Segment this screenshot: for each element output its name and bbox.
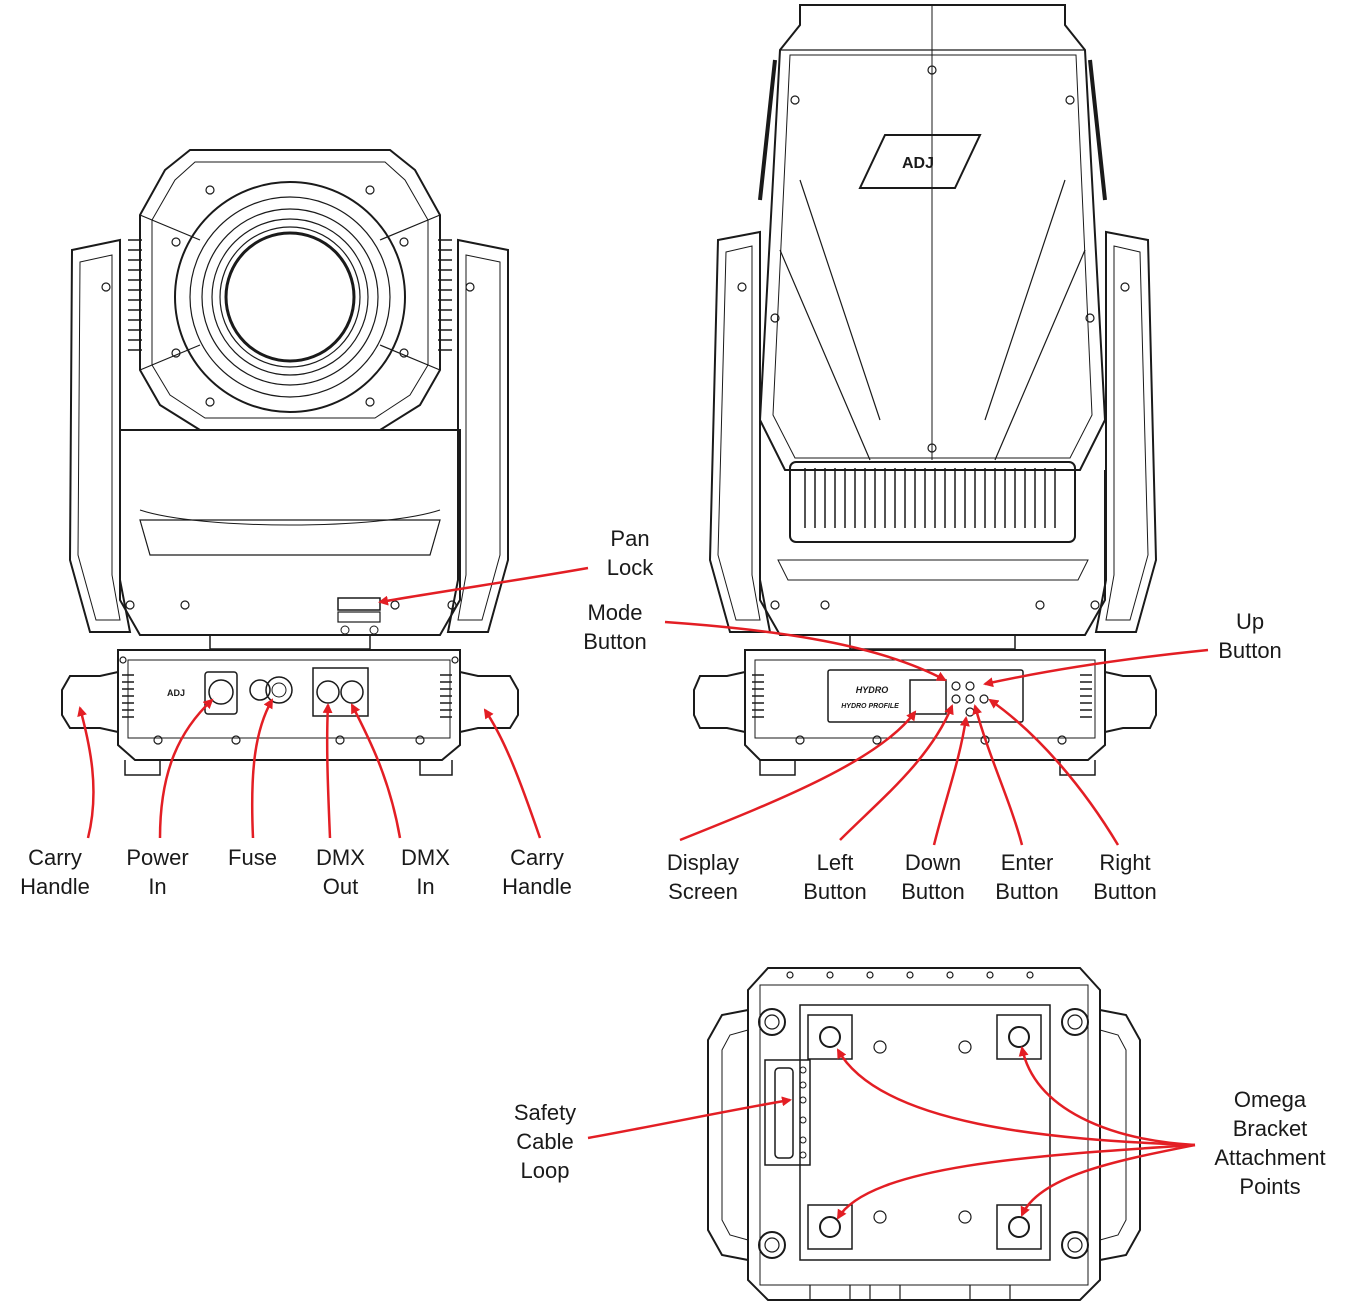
rear-logo-text: ADJ [902, 155, 934, 172]
label-carry-handle-left: Carry Handle [10, 843, 100, 901]
arrow-omega-top-right [1018, 1046, 1196, 1147]
label-line: Down [904, 850, 962, 875]
label-line: In [148, 874, 167, 899]
label-line: DMX [401, 845, 450, 870]
label-line: Attachment [1214, 1145, 1326, 1170]
arrow-down-button [932, 716, 970, 846]
label-line: Button [1218, 638, 1282, 663]
arrow-fuse [250, 698, 274, 839]
arrow-omega-bottom-right [1020, 1143, 1196, 1217]
arrow-mode-button [664, 620, 947, 682]
label-line: Button [1093, 879, 1157, 904]
arrow-power-in [158, 698, 214, 839]
bottom-view [707, 967, 1141, 1301]
front-logo-text: ADJ [167, 688, 185, 698]
label-fuse: Fuse [215, 843, 290, 872]
arrow-dmx-in [350, 703, 402, 839]
label-line: Screen [668, 879, 738, 904]
label-line: Power [126, 845, 189, 870]
label-up-button: Up Button [1205, 607, 1295, 665]
label-line: Points [1239, 1174, 1301, 1199]
label-line: Button [583, 629, 647, 654]
label-pan-lock: Pan Lock [590, 524, 670, 582]
label-right-button: Right Button [1080, 848, 1170, 906]
label-line: In [416, 874, 435, 899]
label-left-button: Left Button [790, 848, 880, 906]
arrow-pan-lock [378, 566, 589, 606]
label-dmx-in: DMX In [388, 843, 463, 901]
label-line: Loop [520, 1158, 570, 1183]
label-line: Mode [587, 600, 643, 625]
front-view [61, 149, 519, 776]
label-line: Display [666, 850, 740, 875]
label-mode-button: Mode Button [570, 598, 660, 656]
label-line: Omega [1233, 1087, 1307, 1112]
label-line: Handle [20, 874, 90, 899]
label-omega-bracket: Omega Bracket Attachment Points [1200, 1085, 1340, 1201]
label-line: Carry [28, 845, 82, 870]
label-line: Lock [606, 555, 654, 580]
arrow-right-button [988, 698, 1120, 846]
label-line: DMX [316, 845, 365, 870]
label-line: Bracket [1232, 1116, 1308, 1141]
label-carry-handle-right: Carry Handle [492, 843, 582, 901]
callout-arrows [77, 566, 1209, 1220]
label-line: Safety [513, 1100, 577, 1125]
arrow-left-button [839, 704, 954, 841]
label-line: Button [901, 879, 965, 904]
label-line: Right [1099, 850, 1151, 875]
arrow-omega-bottom-left [836, 1143, 1196, 1220]
label-line: Button [803, 879, 867, 904]
label-line: Out [322, 874, 359, 899]
arrow-carry-handle-left [77, 706, 95, 839]
label-enter-button: Enter Button [982, 848, 1072, 906]
arrow-carry-handle-right [483, 708, 542, 839]
arrow-omega-top-left [836, 1048, 1196, 1147]
label-display-screen: Display Screen [658, 848, 748, 906]
label-line: Button [995, 879, 1059, 904]
arrow-safety-cable-loop [587, 1096, 792, 1140]
arrow-up-button [983, 648, 1209, 688]
label-power-in: Power In [115, 843, 200, 901]
label-line: Enter [1000, 850, 1054, 875]
label-line: Handle [502, 874, 572, 899]
label-line: Pan [610, 526, 650, 551]
label-safety-cable-loop: Safety Cable Loop [500, 1098, 590, 1185]
panel-model-text: HYDRO PROFILE [841, 703, 899, 710]
label-line: Fuse [228, 845, 277, 870]
arrow-enter-button [972, 704, 1024, 846]
label-down-button: Down Button [888, 848, 978, 906]
rear-view [693, 4, 1158, 776]
label-line: Left [816, 850, 854, 875]
label-line: Carry [510, 845, 564, 870]
arrow-dmx-out [322, 703, 333, 839]
arrow-display-screen [679, 710, 917, 842]
panel-brand-text: HYDRO [856, 685, 889, 695]
label-dmx-out: DMX Out [303, 843, 378, 901]
label-line: Cable [516, 1129, 574, 1154]
label-line: Up [1235, 609, 1265, 634]
